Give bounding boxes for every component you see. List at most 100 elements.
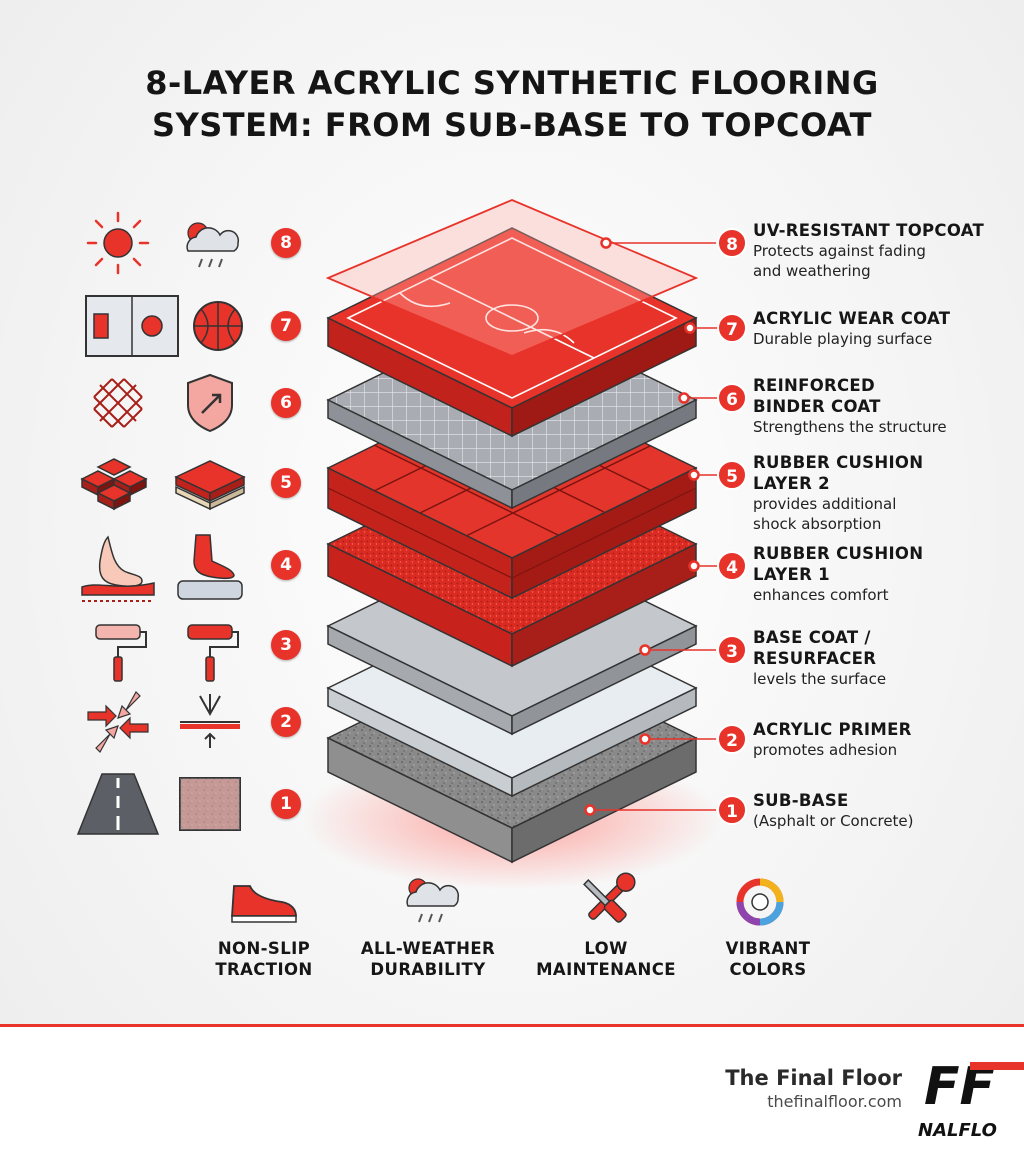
title-line-2: SYSTEM: FROM SUB-BASE TO TOPCOAT — [152, 106, 872, 144]
right-badge-5: 5 — [717, 460, 747, 490]
left-badge-7: 7 — [271, 311, 301, 341]
feature-label-line: MAINTENANCE — [536, 960, 676, 979]
feature-label-line: COLORS — [729, 960, 807, 979]
feature-label-line: TRACTION — [215, 960, 313, 979]
layer-label-5: RUBBER CUSHION LAYER 2 provides additional… — [753, 452, 1013, 534]
connector-dot-8 — [600, 237, 612, 249]
layer-title-line: SUB-BASE — [753, 791, 849, 810]
layer-description-line: levels the surface — [753, 670, 887, 688]
foot-icon — [81, 535, 155, 602]
right-badge-4: 4 — [717, 551, 747, 581]
layer-description-line: Durable playing surface — [753, 330, 933, 348]
road-icon — [76, 773, 160, 835]
connector-dot-1 — [584, 804, 596, 816]
feature-label-line: LOW — [584, 939, 628, 958]
page-title: 8-LAYER ACRYLIC SYNTHETIC FLOORING SYSTE… — [0, 62, 1024, 146]
inward-arrows-icon — [87, 691, 149, 753]
left-badge-5: 5 — [271, 468, 301, 498]
layer-description: promotes adhesion — [753, 740, 1013, 760]
title-line-1: 8-LAYER ACRYLIC SYNTHETIC FLOORING — [145, 64, 879, 102]
connector-lines — [584, 237, 734, 816]
cushion-layers-icon — [174, 460, 246, 511]
layer-description: enhances comfort — [753, 585, 1013, 605]
layer-title-line: LAYER 2 — [753, 474, 830, 493]
shoe-step-icon — [177, 534, 243, 600]
right-badge-8: 8 — [717, 228, 747, 258]
connector-dot-2 — [639, 733, 651, 745]
layer-title-line: LAYER 1 — [753, 565, 830, 584]
feature-label-line: NON-SLIP — [217, 939, 311, 958]
layer-description-line: provides additional — [753, 495, 897, 513]
layer-description-line: promotes adhesion — [753, 741, 898, 759]
layer-title-line: BASE COAT / — [753, 628, 871, 647]
layer-label-7: ACRYLIC WEAR COAT Durable playing surface — [753, 308, 1013, 349]
layer-title-line: REINFORCED — [753, 376, 876, 395]
feature-label: NON-SLIP TRACTION — [179, 938, 349, 980]
mesh-icon — [93, 378, 143, 428]
sun-cloud-rain-icon — [186, 222, 240, 268]
brand-name: The Final Floor — [725, 1066, 902, 1090]
sun-icon — [86, 211, 150, 275]
right-badge-3: 3 — [717, 635, 747, 665]
layer-title: REINFORCED BINDER COAT — [753, 375, 1013, 417]
left-badge-2: 2 — [271, 707, 301, 737]
layer-description: levels the surface — [753, 669, 1013, 689]
layer-title: ACRYLIC PRIMER — [753, 719, 1013, 740]
shield-arrow-icon — [187, 373, 233, 433]
left-badge-4: 4 — [271, 550, 301, 580]
feature-label: ALL-WEATHER DURABILITY — [343, 938, 513, 980]
right-badge-7: 7 — [717, 313, 747, 343]
right-badge-6: 6 — [717, 383, 747, 413]
feature-wrench-screwdriver: LOW MAINTENANCE — [521, 938, 691, 980]
layer-title-line: RESURFACER — [753, 649, 877, 668]
layer-title-line: ACRYLIC WEAR COAT — [753, 309, 951, 328]
logo-wordmark: NALFLO — [918, 1120, 997, 1141]
feature-running-shoe: NON-SLIP TRACTION — [179, 938, 349, 980]
feature-label-line: DURABILITY — [370, 960, 486, 979]
paint-roller-icon — [187, 624, 239, 682]
layer-title-line: ACRYLIC PRIMER — [753, 720, 912, 739]
layer-description-line: Strengthens the structure — [753, 418, 947, 436]
connector-dot-5 — [688, 469, 700, 481]
connector-dot-7 — [684, 322, 696, 334]
color-wheel-icon — [736, 878, 784, 926]
layer-description: Strengthens the structure — [753, 417, 1013, 437]
connector-dot-4 — [688, 560, 700, 572]
layer-description-line: and weathering — [753, 262, 871, 280]
feature-label-line: ALL-WEATHER — [360, 939, 496, 958]
layer-title: RUBBER CUSHION LAYER 2 — [753, 452, 1013, 494]
layer-title-line: RUBBER CUSHION — [753, 453, 924, 472]
layer-label-2: ACRYLIC PRIMER promotes adhesion — [753, 719, 1013, 760]
layer-description-line: shock absorption — [753, 515, 882, 533]
footer — [0, 1027, 1024, 1154]
layer-title: ACRYLIC WEAR COAT — [753, 308, 1013, 329]
sun-cloud-rain-icon — [406, 878, 460, 923]
layer-title-line: UV-RESISTANT TOPCOAT — [753, 221, 985, 240]
right-badge-1: 1 — [717, 795, 747, 825]
basketball-court-icon — [85, 295, 179, 357]
layer-description-line: (Asphalt or Concrete) — [753, 812, 914, 830]
layer-description: (Asphalt or Concrete) — [753, 811, 1013, 831]
right-badge-2: 2 — [717, 724, 747, 754]
layer-label-1: SUB-BASE (Asphalt or Concrete) — [753, 790, 1013, 831]
layer-slab-7 — [326, 227, 698, 438]
layer-description-line: enhances comfort — [753, 586, 889, 604]
feature-label: LOW MAINTENANCE — [521, 938, 691, 980]
concrete-texture-icon — [179, 777, 241, 831]
left-icon-column — [76, 211, 246, 835]
feature-sun-cloud-rain: ALL-WEATHER DURABILITY — [343, 938, 513, 980]
brand-url[interactable]: thefinalfloor.com — [767, 1092, 902, 1111]
layer-title-line: BINDER COAT — [753, 397, 881, 416]
connector-dot-3 — [639, 644, 651, 656]
layer-title: BASE COAT / RESURFACER — [753, 627, 1013, 669]
basketball-icon — [193, 301, 243, 351]
left-badge-1: 1 — [271, 789, 301, 819]
footer-divider — [0, 1024, 1024, 1027]
layer-title: UV-RESISTANT TOPCOAT — [753, 220, 1013, 241]
